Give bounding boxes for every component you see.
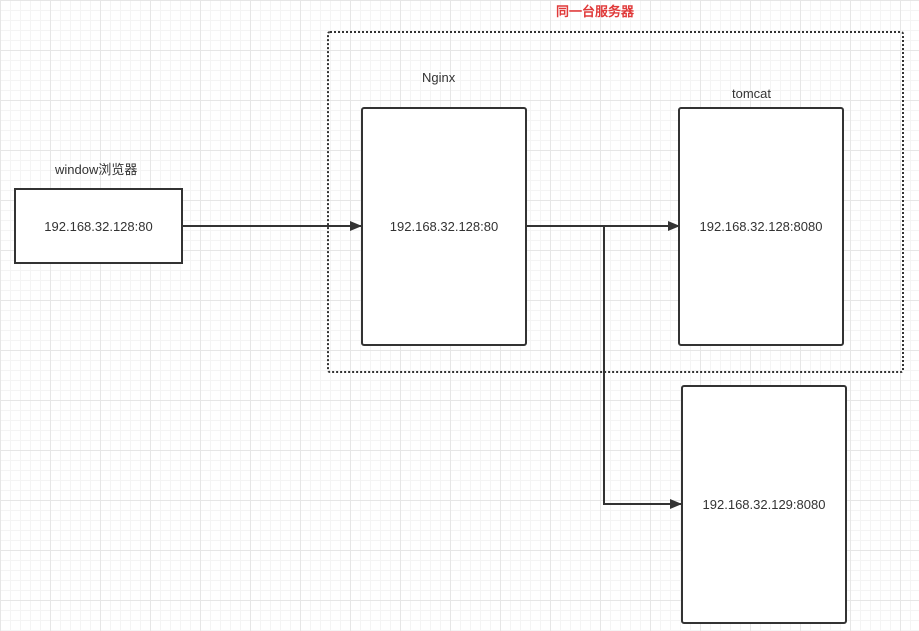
remote-address: 192.168.32.129:8080 (702, 497, 826, 512)
tomcat-label: tomcat (732, 86, 772, 101)
remote-node[interactable]: 192.168.32.129:8080 (681, 385, 847, 624)
same-server-group (327, 31, 904, 373)
browser-label: window浏览器 (55, 162, 138, 177)
tomcat-node[interactable]: 192.168.32.128:8080 (678, 107, 844, 346)
nginx-label: Nginx (422, 70, 456, 85)
nginx-to-remote-arrow (603, 226, 682, 509)
browser-node[interactable]: 192.168.32.128:80 (14, 188, 183, 264)
same-server-group-title: 同一台服务器 (556, 4, 635, 19)
nginx-node[interactable]: 192.168.32.128:80 (361, 107, 527, 346)
browser-address: 192.168.32.128:80 (44, 218, 153, 234)
nginx-address: 192.168.32.128:80 (389, 219, 499, 234)
tomcat-address: 192.168.32.128:8080 (699, 219, 823, 234)
